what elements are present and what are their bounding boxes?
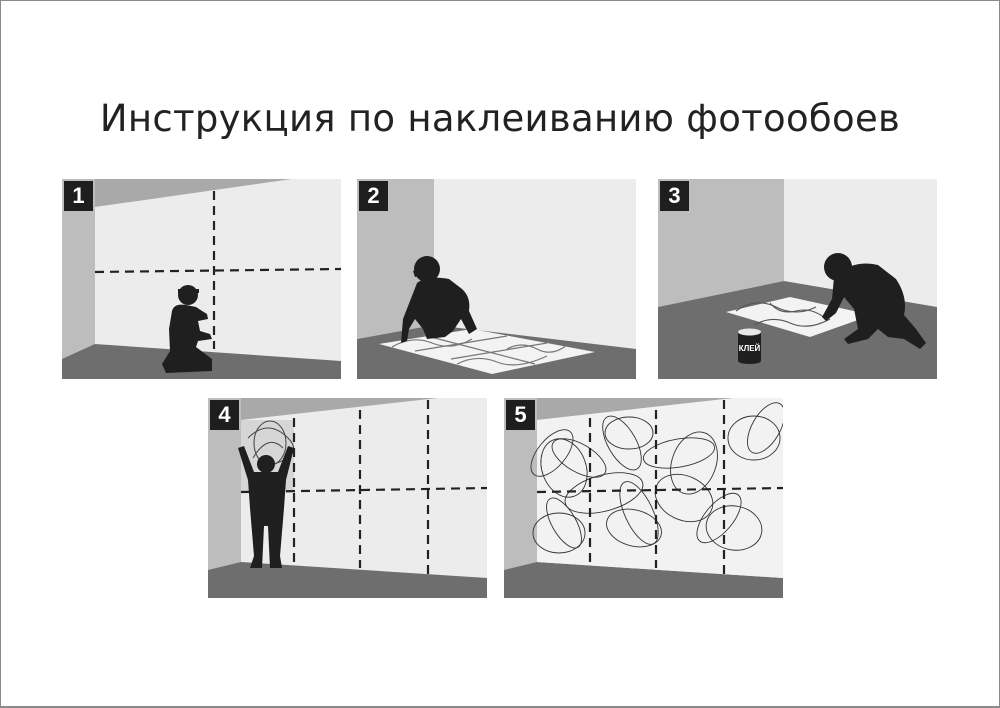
step-number-badge: 4	[210, 400, 239, 430]
wallpaper-pattern	[530, 402, 783, 554]
step-number-badge: 5	[506, 400, 535, 430]
step-3-illustration: КЛЕЙ	[658, 179, 937, 379]
step-5-illustration	[504, 398, 783, 598]
worker-silhouette	[401, 256, 477, 343]
step-1-illustration	[62, 179, 341, 379]
page-title: Инструкция по наклеиванию фотообоев	[99, 96, 901, 140]
step-4-illustration	[208, 398, 487, 598]
step-4-panel: 4	[208, 398, 487, 598]
glue-can-label: КЛЕЙ	[739, 344, 761, 353]
step-2-panel: 2	[357, 179, 636, 379]
step-5-panel: 5	[504, 398, 783, 598]
worker-silhouette	[238, 446, 294, 568]
worker-silhouette	[822, 253, 926, 349]
step-2-illustration	[357, 179, 636, 379]
step-number-badge: 1	[64, 181, 93, 211]
step-3-panel: КЛЕЙ 3	[658, 179, 937, 379]
step-number-badge: 2	[359, 181, 388, 211]
worker-silhouette	[162, 285, 212, 373]
step-1-panel: 1	[62, 179, 341, 379]
step-number-badge: 3	[660, 181, 689, 211]
glue-can: КЛЕЙ	[738, 328, 761, 364]
finished-wallpaper	[537, 398, 783, 578]
